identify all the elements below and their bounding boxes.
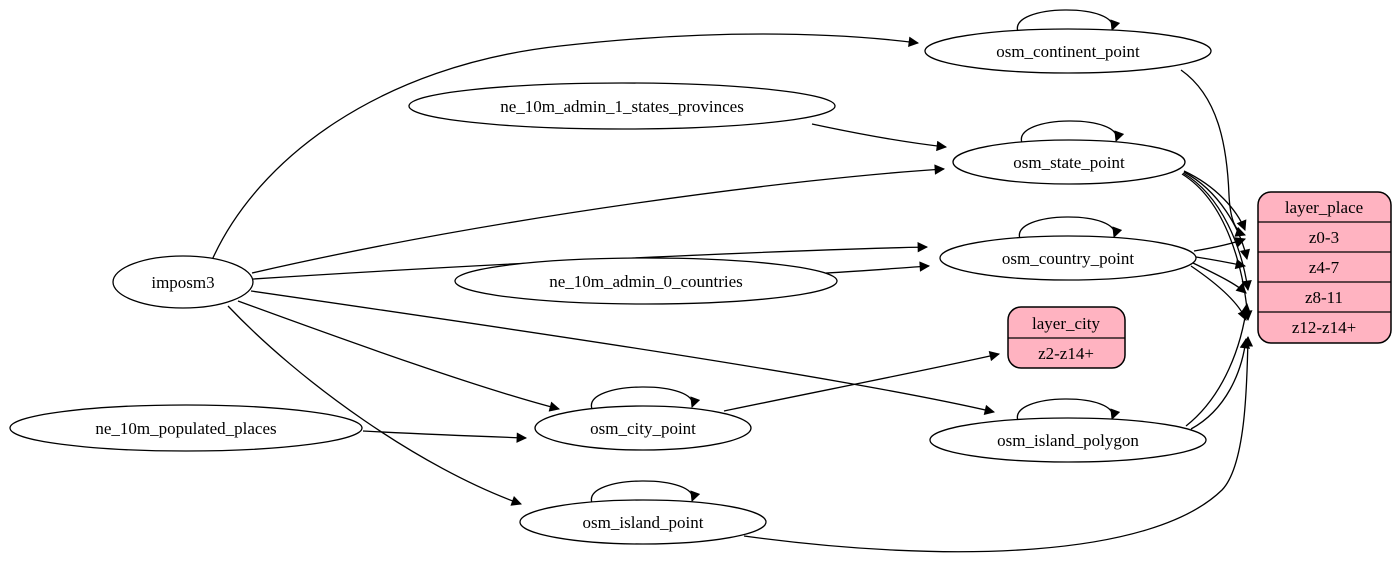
state-label: osm_state_point: [1013, 153, 1125, 172]
imposm3-label: imposm3: [151, 273, 214, 292]
city-label: osm_city_point: [590, 419, 696, 438]
node-osm-state-point: osm_state_point: [952, 139, 1186, 185]
ne-places-label: ne_10m_populated_places: [95, 419, 276, 438]
node-osm-continent-point: osm_continent_point: [924, 28, 1212, 74]
edge-country-z12-z14: [1190, 265, 1248, 321]
node-osm-city-point: osm_city_point: [534, 405, 752, 451]
layer-city-row-z2-z14: z2-z14+: [1038, 344, 1094, 363]
selfloop-island-point: [591, 480, 701, 504]
record-layer-place: layer_place z0-3 z4-7 z8-11 z12-z14+: [1257, 191, 1392, 344]
city-ellipse: [534, 405, 752, 451]
ne-states-label: ne_10m_admin_1_states_provinces: [500, 97, 744, 116]
island-point-ellipse: [519, 499, 767, 545]
layer-city-title: layer_city: [1032, 314, 1100, 333]
layer-place-row-z8-11: z8-11: [1305, 288, 1343, 307]
selfloop-city: [591, 386, 701, 410]
island-polygon-label: osm_island_polygon: [997, 431, 1139, 450]
edge-country-z4-7: [1195, 256, 1247, 270]
edge-imposm3-city: [237, 300, 561, 412]
selfloop-state: [1021, 120, 1125, 144]
edge-ne-countries-country: [825, 261, 931, 274]
edge-continent-z0-3: [1180, 69, 1246, 237]
edge-ne-places-city: [362, 430, 528, 443]
layer-place-title: layer_place: [1285, 198, 1363, 217]
node-osm-island-point: osm_island_point: [519, 499, 767, 545]
node-ne-10m-populated-places: ne_10m_populated_places: [9, 404, 363, 452]
layer-place-box: [1257, 191, 1392, 344]
edge-island-point-z12-z14: [743, 335, 1254, 553]
layer-place-row-z4-7: z4-7: [1309, 258, 1340, 277]
edge-island-polygon-z8-11: [1185, 302, 1252, 427]
continent-label: osm_continent_point: [996, 42, 1140, 61]
record-layer-city: layer_city z2-z14+: [1007, 306, 1126, 369]
state-ellipse: [952, 139, 1186, 185]
country-ellipse: [939, 235, 1197, 281]
edge-state-z4-7: [1183, 171, 1251, 261]
edge-imposm3-continent: [211, 33, 920, 261]
selfloop-continent: [1017, 9, 1121, 33]
edge-state-z12-z14: [1181, 173, 1253, 322]
edge-country-z0-3: [1193, 237, 1246, 252]
edge-state-z0-3: [1183, 170, 1247, 231]
node-osm-country-point: osm_country_point: [939, 235, 1197, 281]
edge-ne-states-state: [811, 123, 948, 152]
edge-imposm3-island-point: [227, 305, 522, 506]
edges-layer: [211, 9, 1254, 553]
node-osm-island-polygon: osm_island_polygon: [929, 417, 1207, 463]
edge-state-z8-11: [1182, 172, 1252, 292]
node-ne-10m-admin-0-countries: ne_10m_admin_0_countries: [454, 257, 838, 305]
node-imposm3: imposm3: [112, 255, 254, 309]
edge-island-polygon-z12-z14: [1190, 337, 1251, 430]
layer-place-row-z12-z14: z12-z14+: [1292, 318, 1356, 337]
layer-place-row-z0-3: z0-3: [1309, 228, 1339, 247]
edge-country-z8-11: [1192, 262, 1247, 294]
edge-imposm3-island-polygon: [250, 290, 996, 415]
ne-states-ellipse: [408, 82, 836, 130]
island-point-label: osm_island_point: [583, 513, 704, 532]
edge-city-layer-city: [723, 350, 1001, 412]
selfloop-island-polygon: [1017, 398, 1121, 422]
edge-imposm3-state: [251, 164, 946, 274]
selfloop-country: [1019, 216, 1123, 240]
imposm3-ellipse: [112, 255, 254, 309]
ne-countries-ellipse: [454, 257, 838, 305]
ne-places-ellipse: [9, 404, 363, 452]
country-label: osm_country_point: [1002, 249, 1134, 268]
continent-ellipse: [924, 28, 1212, 74]
island-polygon-ellipse: [929, 417, 1207, 463]
ne-countries-label: ne_10m_admin_0_countries: [549, 272, 743, 291]
node-ne-10m-admin-1-states-provinces: ne_10m_admin_1_states_provinces: [408, 82, 836, 130]
